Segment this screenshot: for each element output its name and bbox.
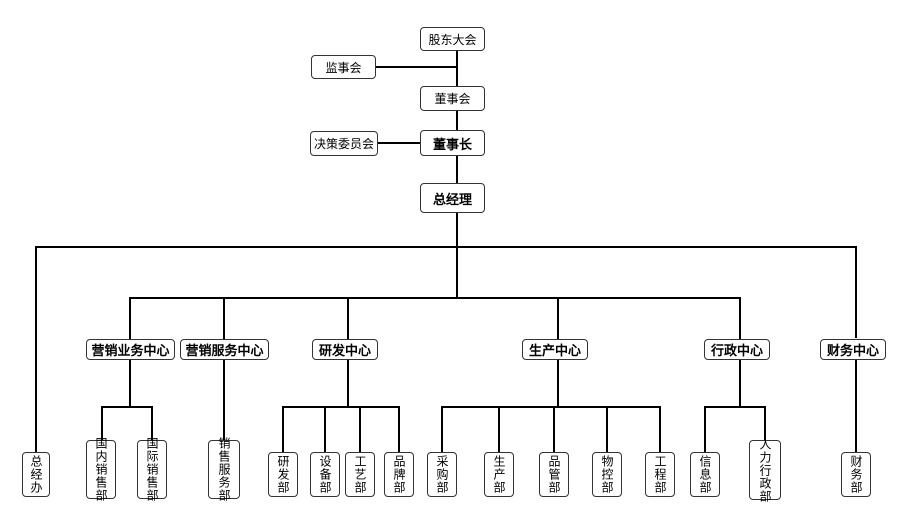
node-dept-equipment[interactable]: 设备部 — [310, 452, 340, 497]
connector-line — [456, 110, 458, 130]
connector-line — [282, 406, 400, 408]
connector-line — [223, 359, 225, 440]
node-center-marketing[interactable]: 营销业务中心 — [86, 339, 175, 360]
connector-line — [378, 142, 420, 144]
connector-line — [739, 297, 741, 339]
connector-line — [441, 406, 661, 408]
node-supervisors[interactable]: 监事会 — [311, 55, 376, 79]
connector-line — [855, 359, 857, 452]
node-dept-quality[interactable]: 品管部 — [539, 452, 569, 497]
connector-line — [398, 406, 400, 452]
connector-line — [129, 359, 131, 407]
node-center-service[interactable]: 营销服务中心 — [180, 339, 269, 360]
connector-line — [151, 406, 153, 440]
node-dept-rnd[interactable]: 研发部 — [268, 452, 298, 497]
node-dept-production[interactable]: 生产部 — [484, 452, 514, 497]
connector-line — [324, 406, 326, 452]
connector-line — [557, 359, 559, 407]
connector-line — [855, 246, 857, 338]
connector-line — [101, 406, 153, 408]
connector-line — [35, 246, 857, 248]
connector-line — [739, 359, 741, 407]
node-dept-intl-sales[interactable]: 国际销售部 — [137, 437, 167, 502]
connector-line — [606, 406, 608, 452]
node-dept-finance[interactable]: 财务部 — [841, 452, 871, 497]
connector-line — [223, 297, 225, 339]
node-dept-process[interactable]: 工艺部 — [345, 452, 375, 497]
connector-line — [129, 297, 131, 339]
node-shareholders[interactable]: 股东大会 — [420, 27, 485, 51]
connector-line — [498, 406, 500, 452]
node-board[interactable]: 董事会 — [420, 86, 485, 111]
connector-line — [282, 406, 284, 452]
connector-line — [376, 66, 457, 68]
node-dept-brand[interactable]: 品牌部 — [384, 452, 414, 497]
node-dept-hr-admin[interactable]: 人力行政部 — [749, 438, 781, 503]
node-dept-engineering[interactable]: 工程部 — [645, 452, 675, 497]
node-dept-information[interactable]: 信息部 — [690, 452, 720, 497]
node-chairman[interactable]: 董事长 — [420, 130, 485, 156]
connector-line — [359, 406, 361, 452]
node-dept-sales-service[interactable]: 销售服务部 — [208, 437, 240, 502]
connector-line — [553, 406, 555, 452]
node-decision-committee[interactable]: 决策委员会 — [310, 131, 378, 156]
node-dept-gm-office[interactable]: 总经办 — [22, 452, 50, 497]
connector-line — [704, 406, 766, 408]
connector-line — [35, 246, 37, 452]
connector-line — [557, 297, 559, 339]
connector-line — [456, 50, 458, 86]
node-dept-material-control[interactable]: 物控部 — [592, 452, 622, 497]
node-dept-purchasing[interactable]: 采购部 — [427, 452, 457, 497]
connector-line — [129, 297, 741, 299]
connector-line — [441, 406, 443, 452]
node-dept-domestic-sales[interactable]: 国内销售部 — [86, 437, 116, 502]
connector-line — [347, 359, 349, 407]
node-center-finance[interactable]: 财务中心 — [820, 339, 886, 360]
node-general-manager[interactable]: 总经理 — [420, 183, 485, 213]
connector-line — [704, 406, 706, 452]
node-center-admin[interactable]: 行政中心 — [704, 339, 770, 360]
connector-line — [764, 406, 766, 440]
node-center-production[interactable]: 生产中心 — [522, 339, 588, 360]
connector-line — [101, 406, 103, 440]
connector-line — [659, 406, 661, 452]
connector-line — [456, 212, 458, 298]
connector-line — [456, 155, 458, 183]
connector-line — [347, 297, 349, 339]
node-center-rnd[interactable]: 研发中心 — [312, 339, 378, 360]
